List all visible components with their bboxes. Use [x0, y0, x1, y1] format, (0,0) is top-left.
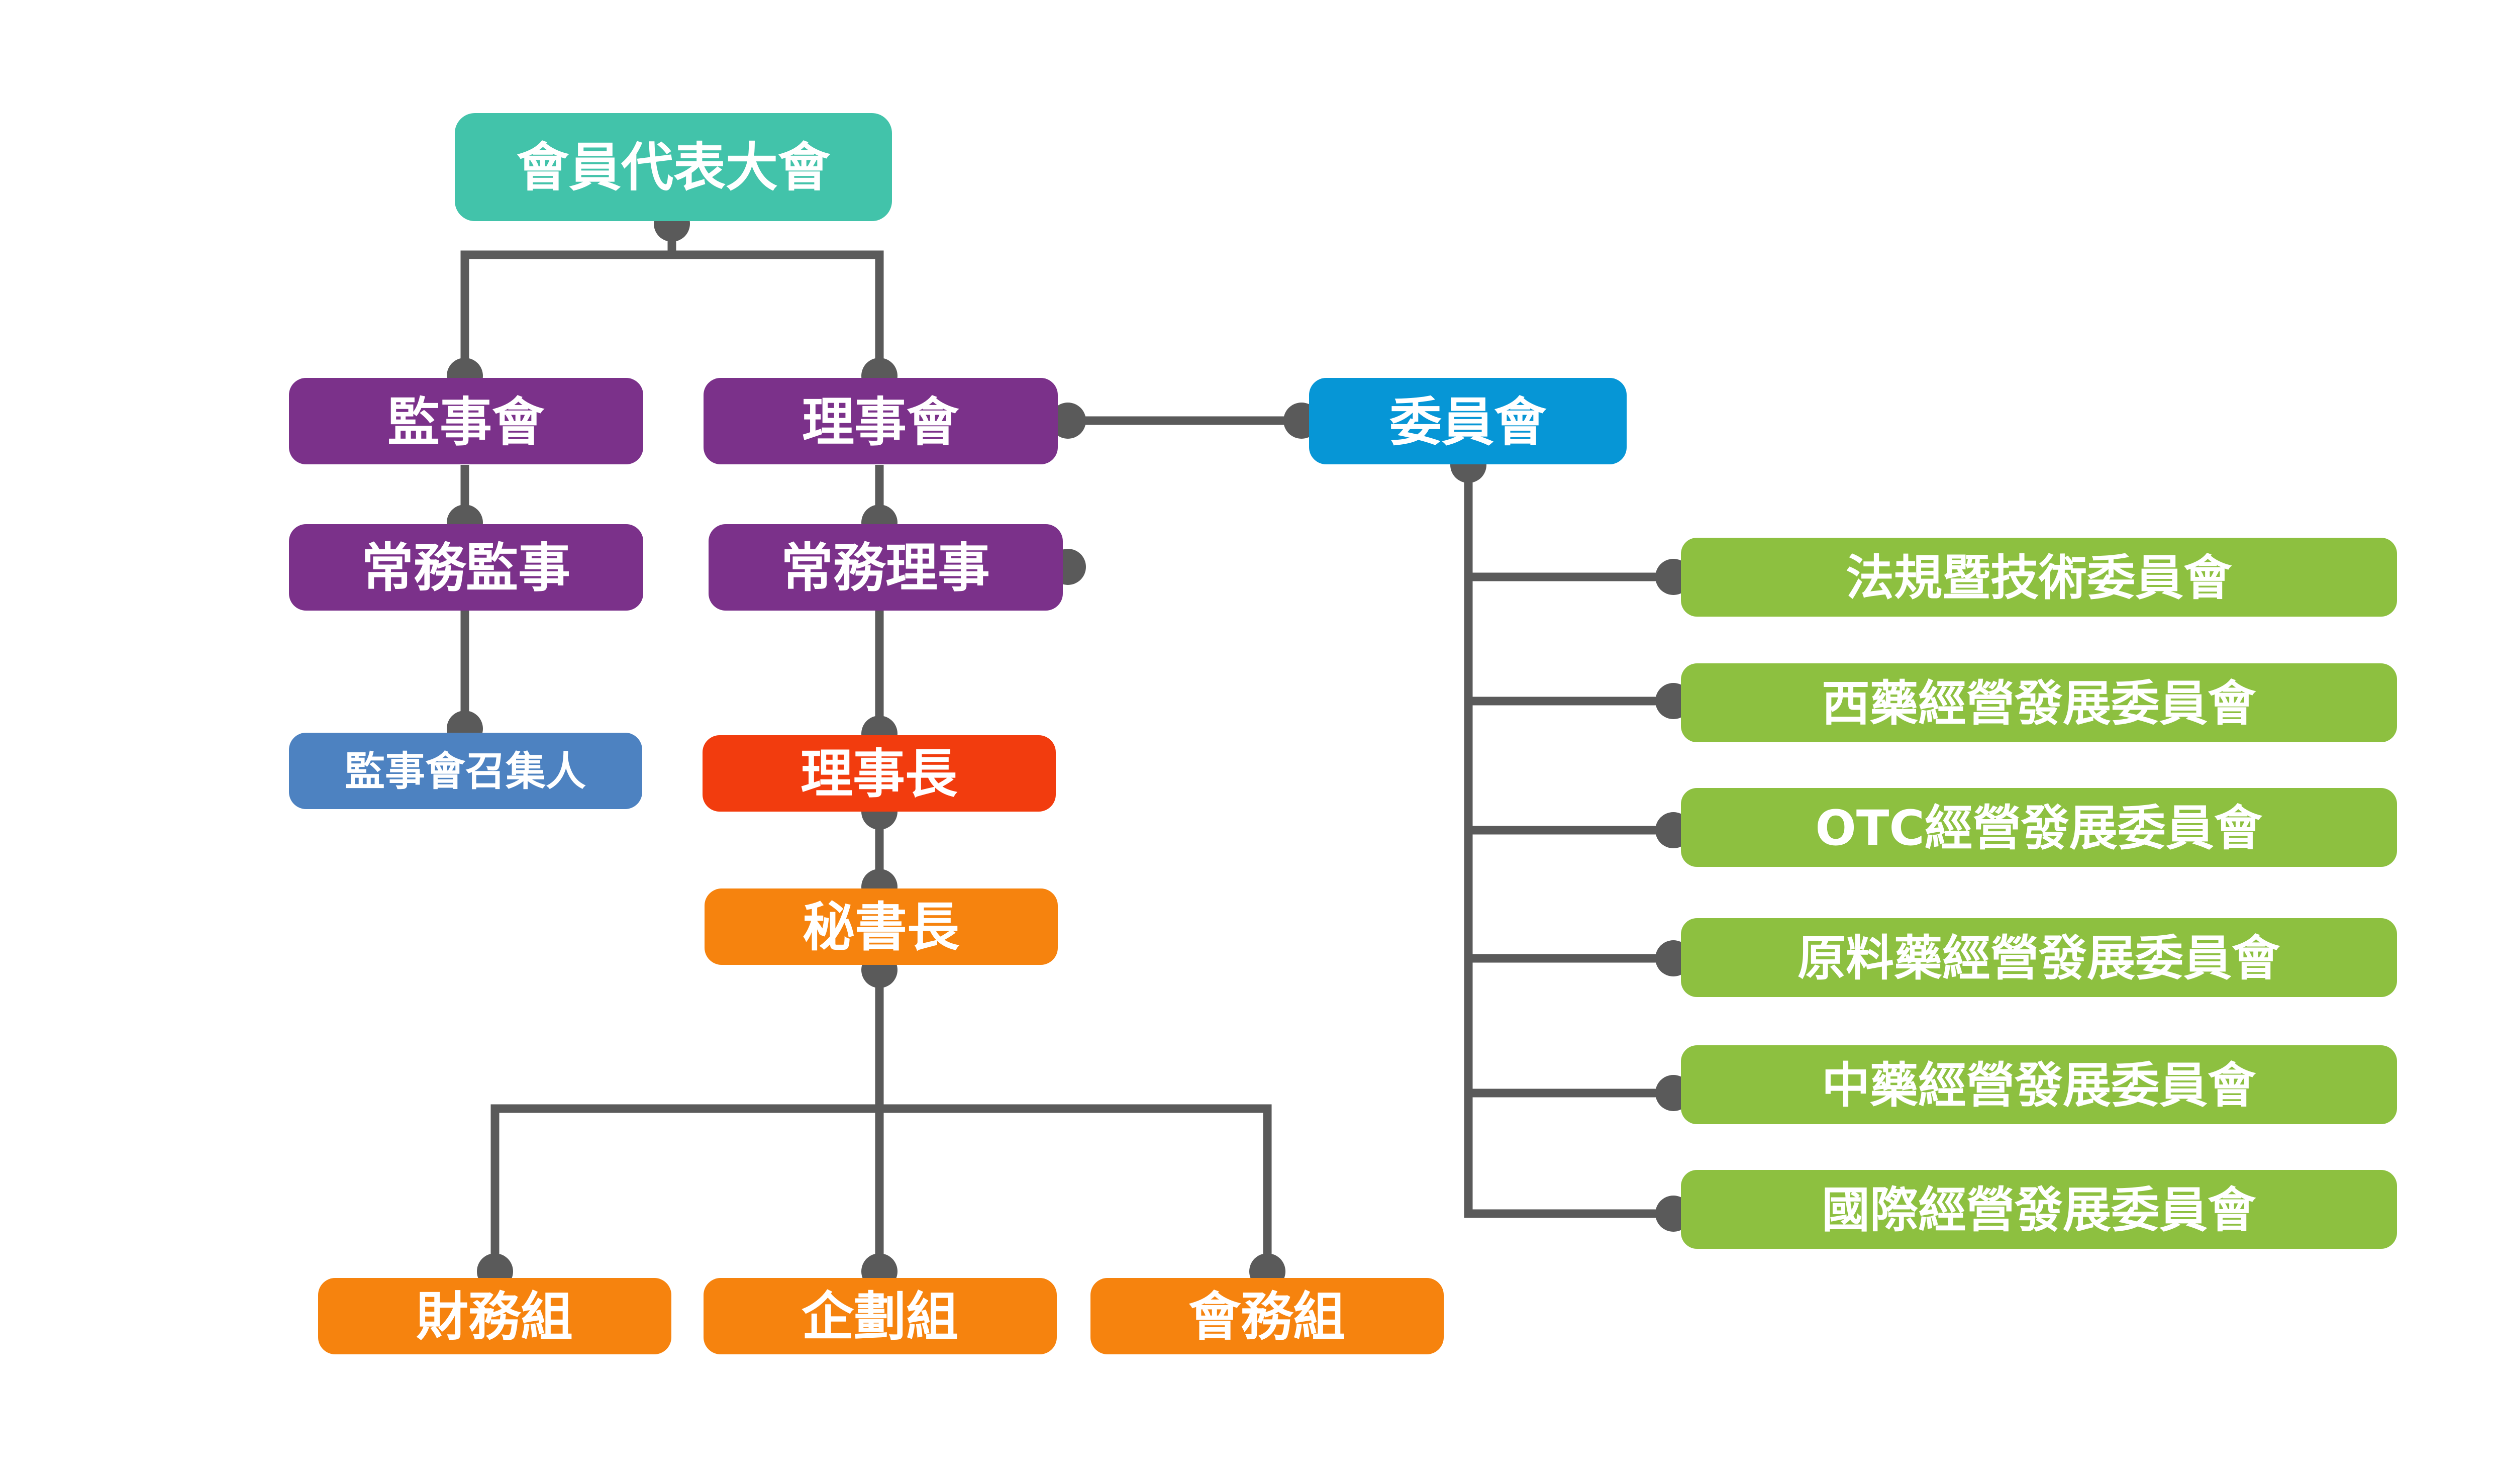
committee-item: 原料藥經營發展委員會	[1681, 918, 2397, 997]
committee-item: OTC經營發展委員會	[1681, 788, 2397, 867]
committee-label: 國際經營發展委員會	[1822, 1182, 2256, 1238]
node-label: 會員代表大會	[517, 137, 831, 198]
committee-item: 法規暨技術委員會	[1681, 538, 2397, 617]
node-label: 理事長	[801, 743, 958, 805]
node-label: 常務監事	[361, 537, 570, 599]
node-label: 秘書長	[803, 897, 960, 958]
node-standing-supervisors: 常務監事	[289, 524, 643, 611]
node-label: 監事會	[387, 391, 545, 453]
committee-label: OTC經營發展委員會	[1815, 800, 2263, 856]
node-label: 理事會	[802, 391, 959, 453]
connector-committee-spine	[1464, 465, 1673, 1218]
committee-item: 國際經營發展委員會	[1681, 1170, 2397, 1249]
node-membership-group: 會務組	[1090, 1278, 1444, 1354]
connectors	[460, 224, 1673, 1271]
node-committee: 委員會	[1309, 378, 1627, 464]
node-supervisor-convener: 監事會召集人	[289, 733, 642, 809]
node-finance-group: 財務組	[318, 1278, 671, 1354]
node-board: 理事會	[704, 378, 1058, 464]
committee-item: 中藥經營發展委員會	[1681, 1045, 2397, 1124]
dot	[1050, 403, 1086, 439]
node-general-assembly: 會員代表大會	[455, 113, 892, 221]
committee-label: 法規暨技術委員會	[1846, 550, 2232, 606]
committee-label: 原料藥經營發展委員會	[1798, 930, 2280, 986]
node-planning-group: 企劃組	[704, 1278, 1057, 1354]
node-label: 企劃組	[802, 1286, 958, 1347]
node-label: 會務組	[1188, 1286, 1345, 1347]
node-label: 委員會	[1389, 391, 1547, 453]
connector-groups-bar	[490, 1104, 1272, 1271]
committee-item: 西藥經營發展委員會	[1681, 663, 2397, 742]
node-label: 常務理事	[781, 537, 990, 599]
connector-assembly-branch	[460, 250, 884, 369]
node-label: 監事會召集人	[345, 748, 586, 795]
node-chairman: 理事長	[703, 735, 1056, 812]
committee-label: 西藥經營發展委員會	[1822, 675, 2256, 732]
node-standing-directors: 常務理事	[709, 524, 1063, 611]
committee-label: 中藥經營發展委員會	[1822, 1057, 2256, 1114]
node-secretary-general: 秘書長	[705, 888, 1058, 965]
node-supervisors: 監事會	[289, 378, 643, 464]
node-label: 財務組	[416, 1286, 573, 1347]
